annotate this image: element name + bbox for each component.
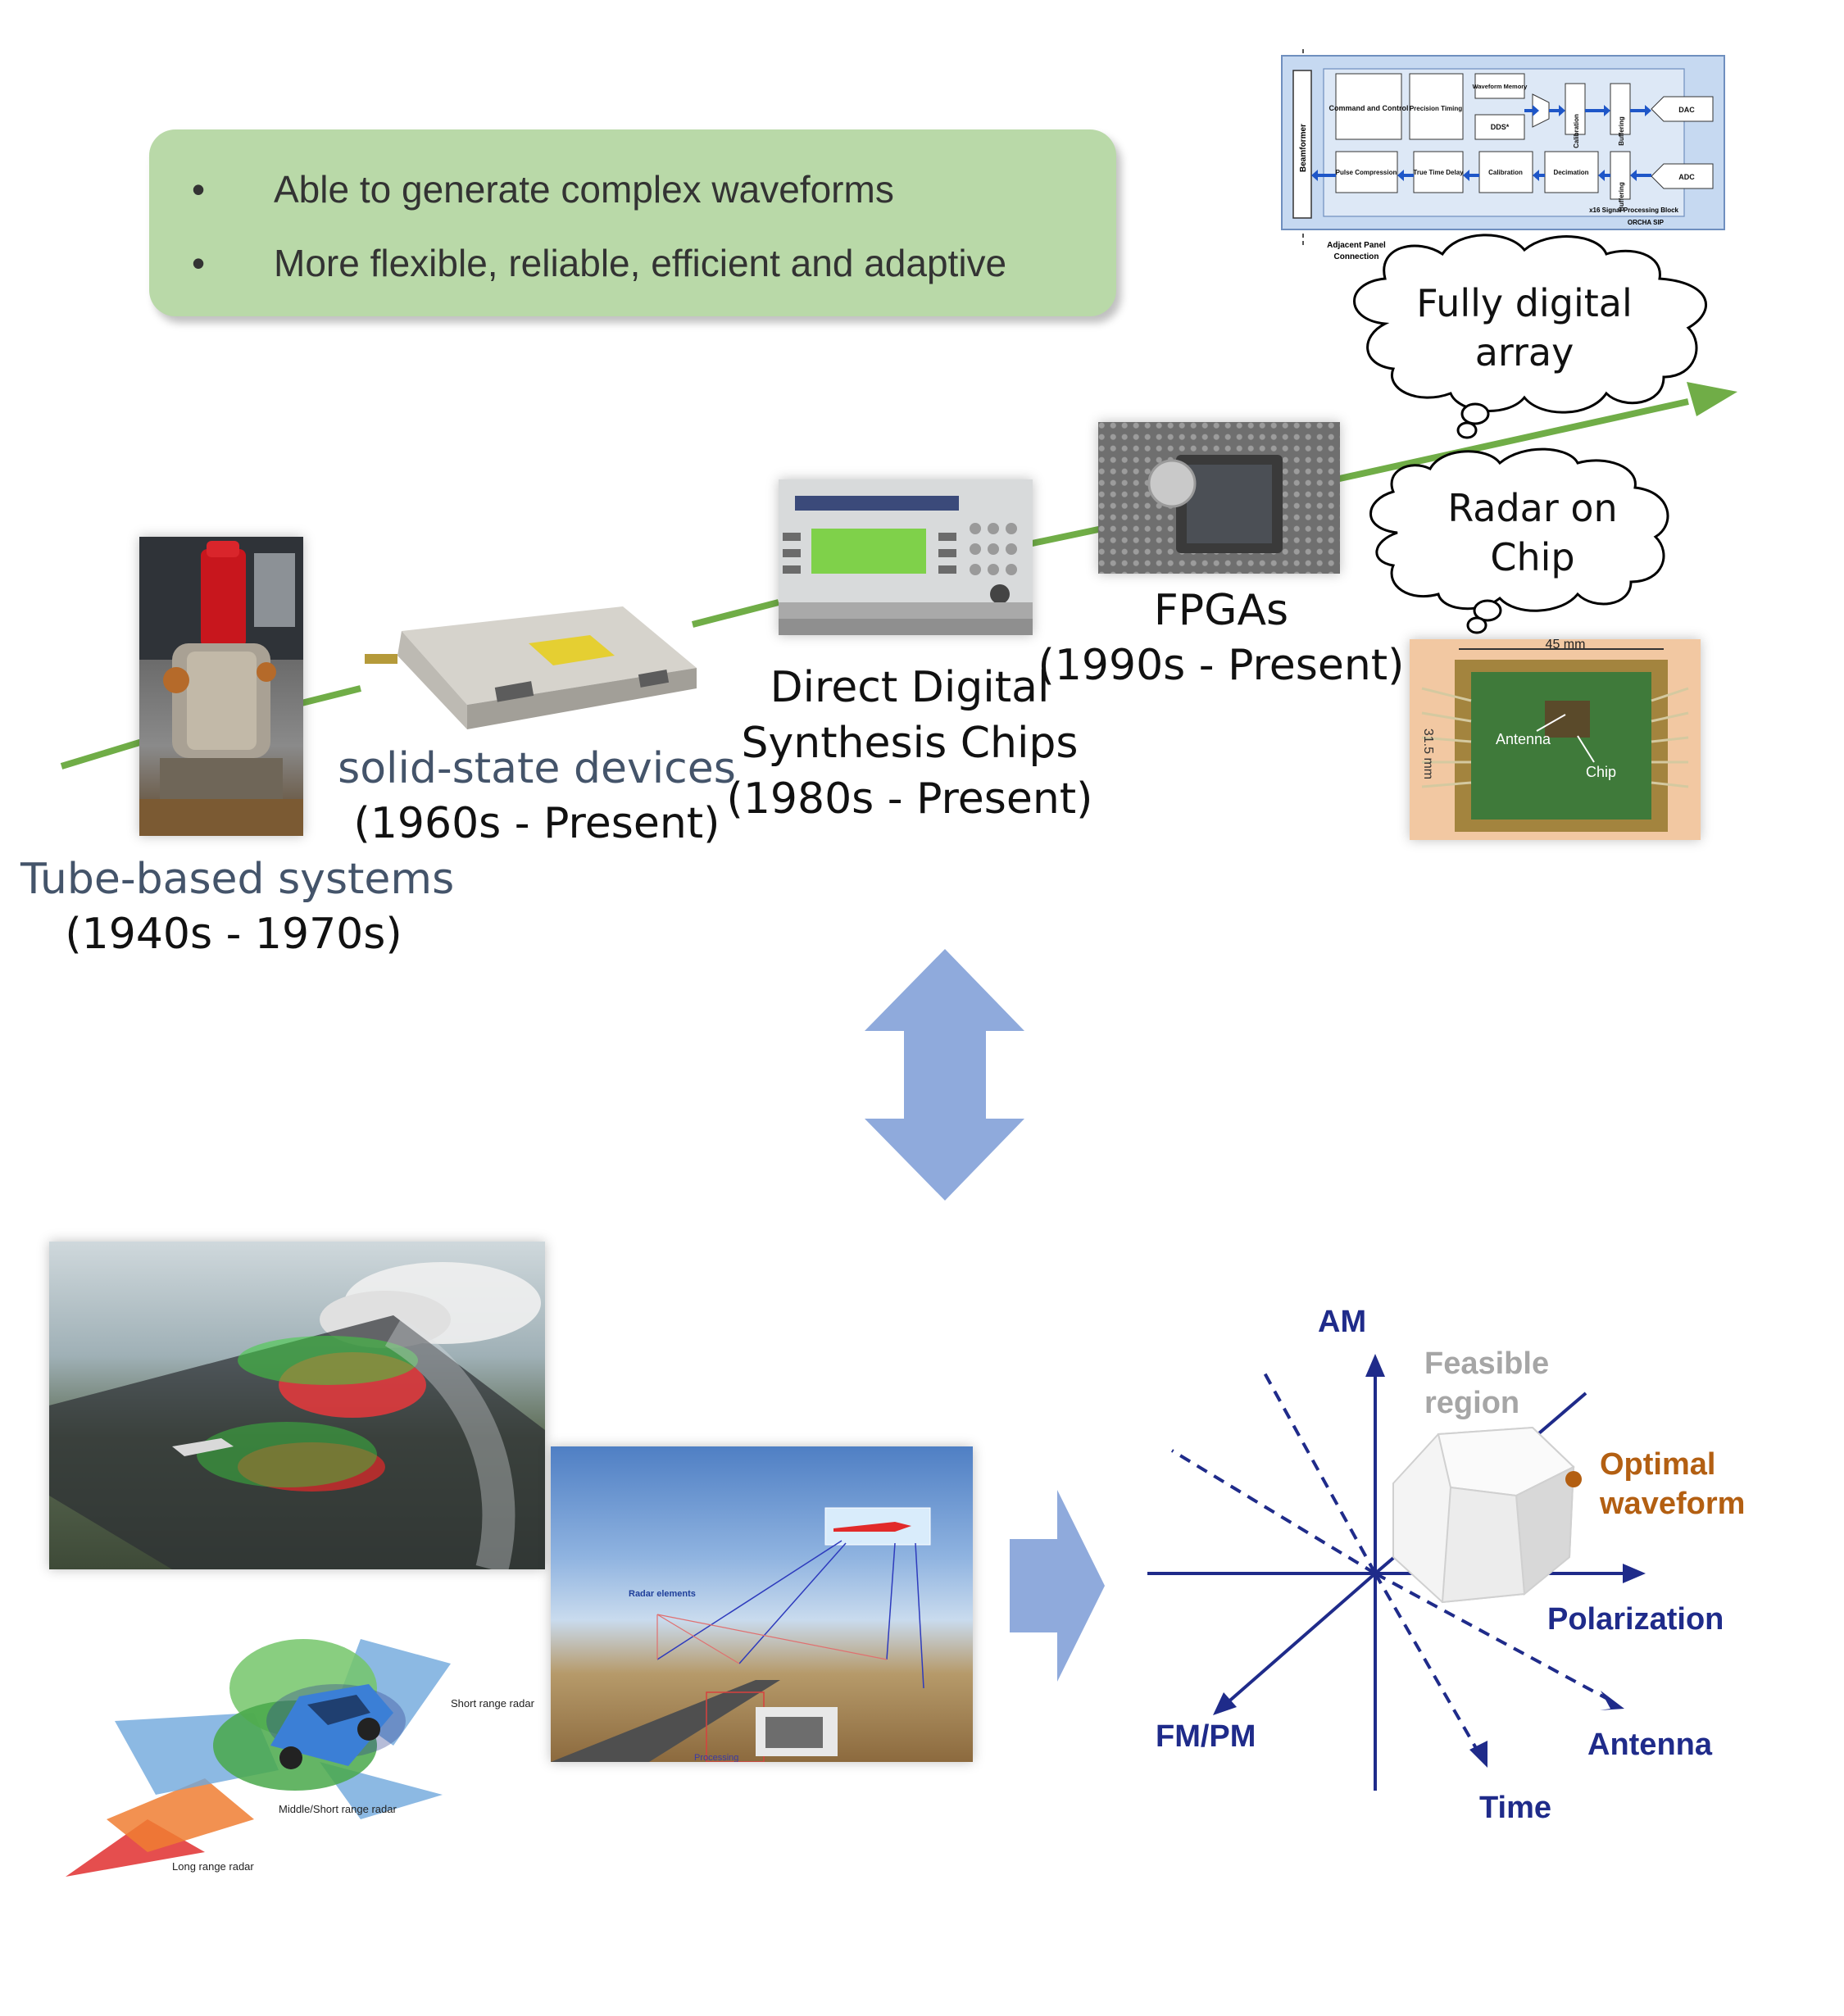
block-true-time-delay: True Time Delay	[1413, 169, 1464, 176]
era-fpga-label: FPGAs (1990s - Present)	[1029, 583, 1414, 692]
feature-callout: •Able to generate complex waveforms •Mor…	[149, 129, 1116, 316]
arrowhead-am	[1365, 1354, 1385, 1377]
block-calibration-tx: Calibration	[1573, 114, 1580, 148]
orcha-block-diagram: Beamformer Command and Control Precision…	[1279, 49, 1729, 266]
era-tube-label: Tube-based systems (1940s - 1970s)	[20, 852, 455, 961]
tube-system-photo	[139, 537, 303, 836]
cloud-fully-digital-text: Fully digital array	[1410, 279, 1639, 377]
axis-label-fm-pm: FM/PM	[1156, 1719, 1256, 1754]
axis-dashed-2	[1170, 1449, 1377, 1575]
optimal-waveform-label: Optimal waveform	[1600, 1445, 1745, 1523]
era-solid-state-name: solid-state devices	[338, 744, 736, 793]
block-timing: Precision Timing	[1410, 105, 1462, 112]
chip-width-label: 45 mm	[1546, 639, 1586, 652]
cloud-fully-digital	[1353, 234, 1707, 414]
optimal-waveform-line1: Optimal	[1600, 1447, 1716, 1482]
axis-dashed-1	[1260, 1368, 1377, 1574]
cloud-radar-on-chip-line1: Radar on	[1447, 486, 1618, 530]
timeline-arrowhead	[1687, 382, 1737, 416]
cloud-fully-digital-line1: Fully digital	[1416, 281, 1633, 325]
block-command: Command and Control	[1329, 104, 1409, 112]
era-solid-state-period: (1960s - Present)	[353, 798, 720, 848]
chip-height-label: 31.5 mm	[1421, 729, 1435, 779]
era-dds-label: Direct Digital Synthesis Chips (1980s - …	[705, 660, 1115, 827]
cloud-fully-digital-line2: array	[1474, 330, 1574, 375]
feasible-region-line1: Feasible	[1424, 1346, 1550, 1381]
axis-fm-pm	[1224, 1572, 1377, 1706]
fpga-photo	[1098, 422, 1340, 574]
automotive-radar-scene: Short range radar Middle/Short range rad…	[66, 1606, 541, 1877]
short-range-label: Short range radar	[451, 1697, 535, 1710]
callout-bullet-2: •More flexible, reliable, efficient and …	[192, 242, 1007, 284]
callout-bullet-1-text: Able to generate complex waveforms	[274, 168, 894, 211]
axis-antenna	[1374, 1572, 1611, 1702]
weather-radar-scene	[49, 1242, 545, 1569]
optimal-waveform-line2: waveform	[1600, 1487, 1746, 1521]
arrowhead-fm-pm	[1213, 1692, 1237, 1715]
cloud-radar-on-chip	[1369, 447, 1669, 612]
block-beamformer: Beamformer	[1299, 124, 1308, 172]
era-dds-name-line2: Synthesis Chips	[741, 719, 1079, 769]
era-dds-period: (1980s - Present)	[726, 774, 1093, 824]
dds-instrument-photo	[779, 479, 1033, 635]
middle-short-range-label: Middle/Short range radar	[279, 1803, 397, 1815]
era-solid-state-label: solid-state devices (1960s - Present)	[328, 742, 746, 851]
multistatic-radar-scene: Radar elements Processing	[551, 1446, 973, 1762]
arrowhead-polarization	[1623, 1564, 1646, 1583]
chip-antenna-label: Antenna	[1496, 731, 1551, 747]
timeline-segment-3	[692, 599, 779, 628]
adjacent-panel-line2: Connection	[1334, 252, 1379, 261]
chip-chip-label: Chip	[1586, 764, 1616, 780]
era-tube-name: Tube-based systems	[20, 855, 455, 904]
block-calibration-rx: Calibration	[1488, 169, 1523, 176]
axis-label-am: AM	[1318, 1305, 1367, 1339]
feasible-region-label: Feasible region	[1424, 1344, 1549, 1423]
block-dac: DAC	[1678, 106, 1695, 114]
block-decimation: Decimation	[1553, 169, 1588, 176]
era-fpga-name: FPGAs	[1153, 586, 1289, 635]
optimal-waveform-dot	[1565, 1471, 1582, 1487]
long-range-label: Long range radar	[172, 1860, 254, 1873]
feasible-region-polyhedron	[1392, 1426, 1575, 1604]
block-buffering-rx: Buffering	[1618, 182, 1625, 211]
car-icon	[270, 1684, 393, 1769]
block-footer-sip: ORCHA SIP	[1628, 219, 1665, 226]
axis-label-antenna: Antenna	[1587, 1728, 1712, 1762]
block-adc: ADC	[1678, 173, 1695, 181]
block-waveform-memory: Waveform Memory	[1473, 83, 1528, 90]
cloud-radar-on-chip-line2: Chip	[1490, 535, 1575, 579]
axis-label-time: Time	[1479, 1791, 1552, 1825]
double-arrow-icon	[865, 949, 1024, 1201]
timeline-segment-2	[294, 685, 361, 708]
timeline-segment-4	[1024, 525, 1103, 548]
timeline-segment-5	[1335, 398, 1689, 483]
right-arrow-icon	[1010, 1490, 1105, 1682]
arrowhead-antenna	[1600, 1691, 1624, 1710]
adjacent-panel-line1: Adjacent Panel	[1327, 241, 1386, 250]
radar-elements-label: Radar elements	[629, 1589, 696, 1599]
solid-state-photo	[352, 606, 697, 738]
block-pulse-compression: Pulse Compression	[1336, 169, 1397, 176]
era-fpga-period: (1990s - Present)	[1038, 640, 1405, 690]
cloud-radar-on-chip-text: Radar on Chip	[1418, 484, 1647, 582]
callout-bullet-1: •Able to generate complex waveforms	[192, 168, 894, 211]
arrowhead-time	[1469, 1741, 1487, 1768]
axis-label-polarization: Polarization	[1547, 1602, 1724, 1637]
block-buffering-tx: Buffering	[1618, 116, 1625, 146]
processing-label: Processing	[694, 1753, 738, 1762]
feasible-region-line2: region	[1424, 1386, 1520, 1420]
callout-bullet-2-text: More flexible, reliable, efficient and a…	[274, 242, 1007, 284]
block-dds: DDS*	[1491, 123, 1510, 131]
era-dds-name-line1: Direct Digital	[770, 663, 1050, 712]
axis-time	[1374, 1573, 1481, 1755]
era-tube-period: (1940s - 1970s)	[65, 909, 402, 959]
radar-chip-photo: 45 mm 31.5 mm Antenna Chip	[1410, 639, 1701, 840]
block-footer-x16: x16 Signal Processing Block	[1589, 207, 1678, 214]
